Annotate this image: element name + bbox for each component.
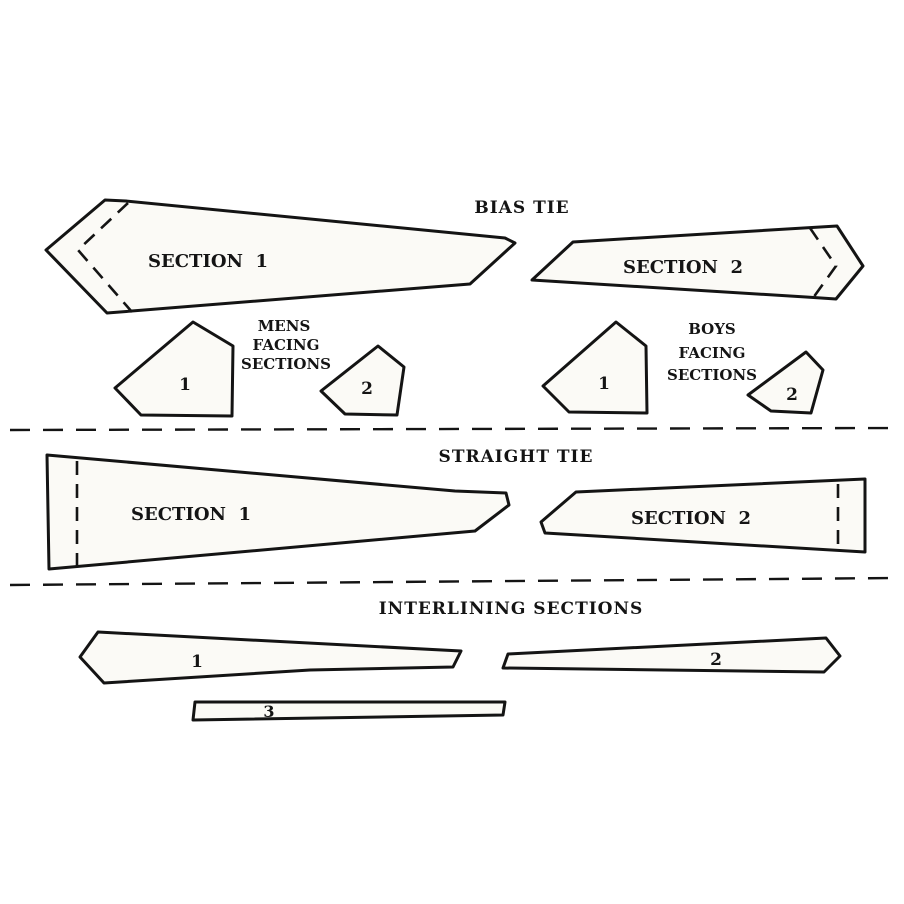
interlining-title: INTERLINING SECTIONS (379, 599, 644, 619)
bias-section-2-fold-line (808, 227, 838, 299)
interlining-1-label: 1 (191, 652, 203, 672)
mens-facing-group: 1 2 MENS FACING SECTIONS (113, 317, 406, 418)
straight-section-1-label: SECTION 1 (131, 504, 251, 525)
straight-section-2-outline (539, 477, 867, 554)
straight-section-2-piece: SECTION 2 (539, 477, 867, 554)
interlining-2-label: 2 (710, 650, 722, 670)
straight-section-1-outline (45, 453, 511, 571)
interlining-2-piece: 2 (501, 636, 842, 674)
interlining-1-piece: 1 (78, 630, 463, 685)
bias-tie-title: BIAS TIE (474, 198, 569, 218)
interlining-3-label: 3 (263, 702, 274, 721)
bias-section-1-label: SECTION 1 (148, 251, 268, 272)
boys-facing-caption-line-3: SECTIONS (667, 366, 757, 384)
bias-section-2-piece: SECTION 2 (530, 224, 865, 301)
mens-facing-1-label: 1 (179, 375, 191, 395)
boys-facing-caption-line-2: FACING (679, 344, 746, 362)
section-divider-top (9, 426, 895, 432)
bias-section-1-fold-line (76, 202, 133, 313)
straight-tie-title: STRAIGHT TIE (439, 447, 594, 467)
mens-facing-2-label: 2 (361, 379, 373, 399)
interlining-3-outline (191, 700, 507, 722)
section-divider-bottom (9, 576, 901, 587)
straight-section-2-label: SECTION 2 (631, 508, 751, 529)
boys-facing-group: 1 2 BOYS FACING SECTIONS (541, 320, 825, 415)
interlining-3-piece: 3 (191, 700, 507, 722)
boys-facing-1-label: 1 (598, 374, 610, 394)
mens-facing-2-outline (319, 344, 406, 417)
boys-facing-2-label: 2 (786, 385, 798, 405)
interlining-1-outline (78, 630, 463, 685)
mens-facing-caption-line-2: FACING (253, 336, 320, 354)
straight-section-1-piece: SECTION 1 (45, 453, 511, 571)
bias-section-2-label: SECTION 2 (623, 257, 743, 278)
boys-facing-1-outline (541, 320, 649, 415)
interlining-2-outline (501, 636, 842, 674)
mens-facing-caption-line-1: MENS (258, 317, 311, 335)
bias-section-1-outline (44, 198, 517, 315)
mens-facing-1-outline (113, 320, 235, 418)
mens-facing-caption-line-3: SECTIONS (241, 355, 331, 373)
bias-section-2-outline (530, 224, 865, 301)
bias-section-1-piece: SECTION 1 (44, 198, 517, 315)
boys-facing-2-outline (746, 350, 825, 415)
boys-facing-caption-line-1: BOYS (688, 320, 736, 338)
